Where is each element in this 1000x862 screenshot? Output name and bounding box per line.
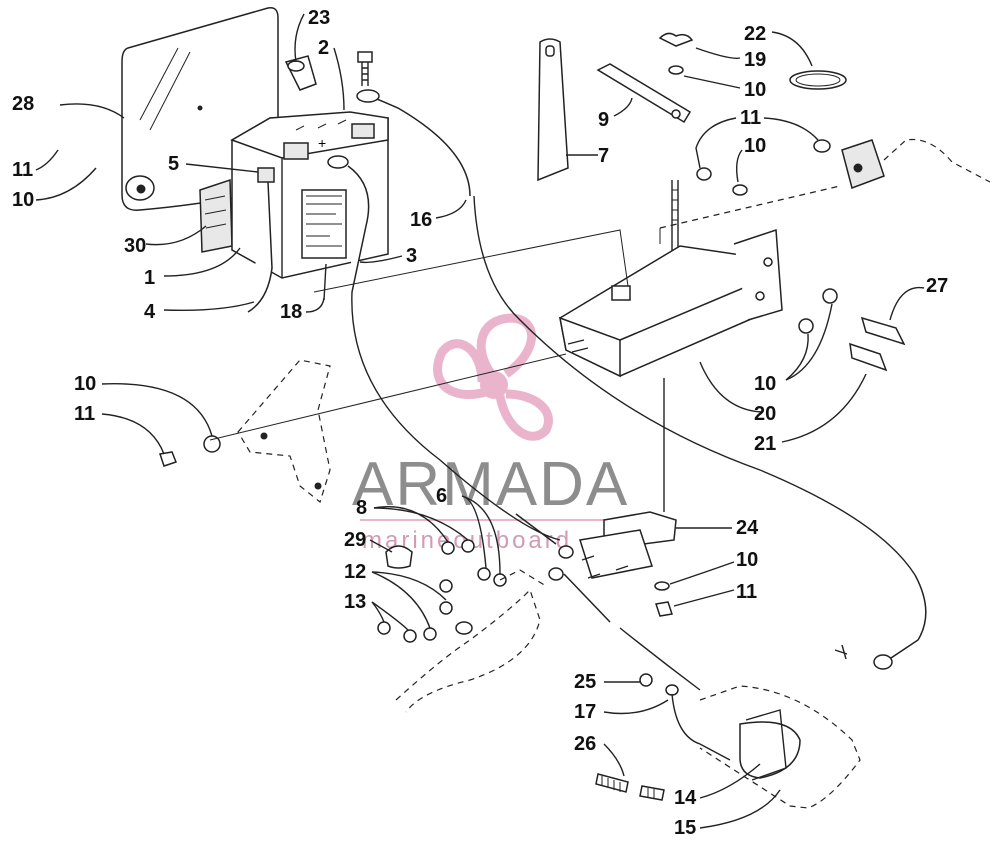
part-positive-cable — [356, 89, 927, 670]
callout-17: 17 — [574, 701, 596, 723]
callout-18: 18 — [280, 301, 302, 323]
part-rod-nut-washer — [654, 378, 673, 617]
part-ignition-coil-assembly — [619, 627, 861, 809]
callout-16: 16 — [410, 209, 432, 231]
part-ground-cable — [247, 181, 273, 313]
callout-25: 25 — [574, 671, 596, 693]
callout-11-left: 11 — [12, 159, 33, 181]
part-negative-cable — [327, 155, 561, 541]
reference-lines — [209, 185, 841, 441]
callout-10-bracket: 10 — [74, 373, 96, 395]
part-mounting-bolts — [798, 288, 906, 372]
callout-14: 14 — [674, 787, 697, 809]
callout-21: 21 — [754, 433, 776, 455]
callout-27: 27 — [926, 275, 948, 297]
callout-2: 2 — [318, 37, 329, 59]
callout-20: 20 — [754, 403, 776, 425]
part-terminal-bolt — [357, 51, 373, 86]
callout-12: 12 — [344, 561, 366, 583]
part-connector-block — [696, 138, 991, 196]
callout-10-top: 10 — [744, 79, 766, 101]
callout-11-bracket: 11 — [74, 403, 95, 425]
callout-23: 23 — [308, 7, 330, 29]
callout-10-left: 10 — [12, 189, 34, 211]
callout-9: 9 — [598, 109, 609, 131]
part-hold-down-strap — [537, 38, 569, 182]
callout-4: 4 — [144, 301, 156, 323]
callout-5: 5 — [168, 153, 179, 175]
callout-11-lower: 11 — [736, 581, 757, 603]
part-battery-strap — [323, 263, 327, 301]
callout-11-top: 11 — [740, 107, 761, 129]
part-hold-down-bracket — [596, 63, 692, 124]
callout-15: 15 — [674, 817, 696, 839]
callout-10-mid: 10 — [744, 135, 766, 157]
callout-30: 30 — [124, 235, 146, 257]
callout-8: 8 — [356, 497, 367, 519]
callout-1: 1 — [144, 267, 155, 289]
svg-text:+: + — [318, 135, 326, 151]
callout-7: 7 — [598, 145, 609, 167]
battery-label-icon — [306, 195, 342, 247]
callout-labels: 28 11 10 5 30 1 4 18 3 23 2 16 7 9 19 10… — [12, 7, 948, 839]
part-starter-solenoid — [515, 511, 677, 623]
callout-24: 24 — [736, 517, 759, 539]
part-bracket-phantom — [159, 359, 331, 504]
callout-3: 3 — [406, 245, 417, 267]
callout-28: 28 — [12, 93, 34, 115]
callout-10-right: 10 — [754, 373, 776, 395]
callout-13: 13 — [344, 591, 366, 613]
part-small-hardware-group — [377, 539, 507, 643]
callout-19: 19 — [744, 49, 766, 71]
callout-29: 29 — [344, 529, 366, 551]
part-springs — [595, 773, 665, 801]
part-terminal-cap — [284, 55, 317, 91]
leader-lines — [35, 13, 925, 829]
part-battery-tray — [559, 228, 783, 378]
callout-6: 6 — [436, 485, 447, 507]
part-negative-clamp — [257, 167, 275, 183]
propeller-logo-icon — [433, 313, 553, 441]
callout-10-lower: 10 — [736, 549, 758, 571]
callout-22: 22 — [744, 23, 766, 45]
part-battery-pad — [199, 178, 233, 253]
callout-26: 26 — [574, 733, 596, 755]
part-hose-clamp — [789, 70, 847, 90]
part-wire-harness — [395, 569, 547, 713]
